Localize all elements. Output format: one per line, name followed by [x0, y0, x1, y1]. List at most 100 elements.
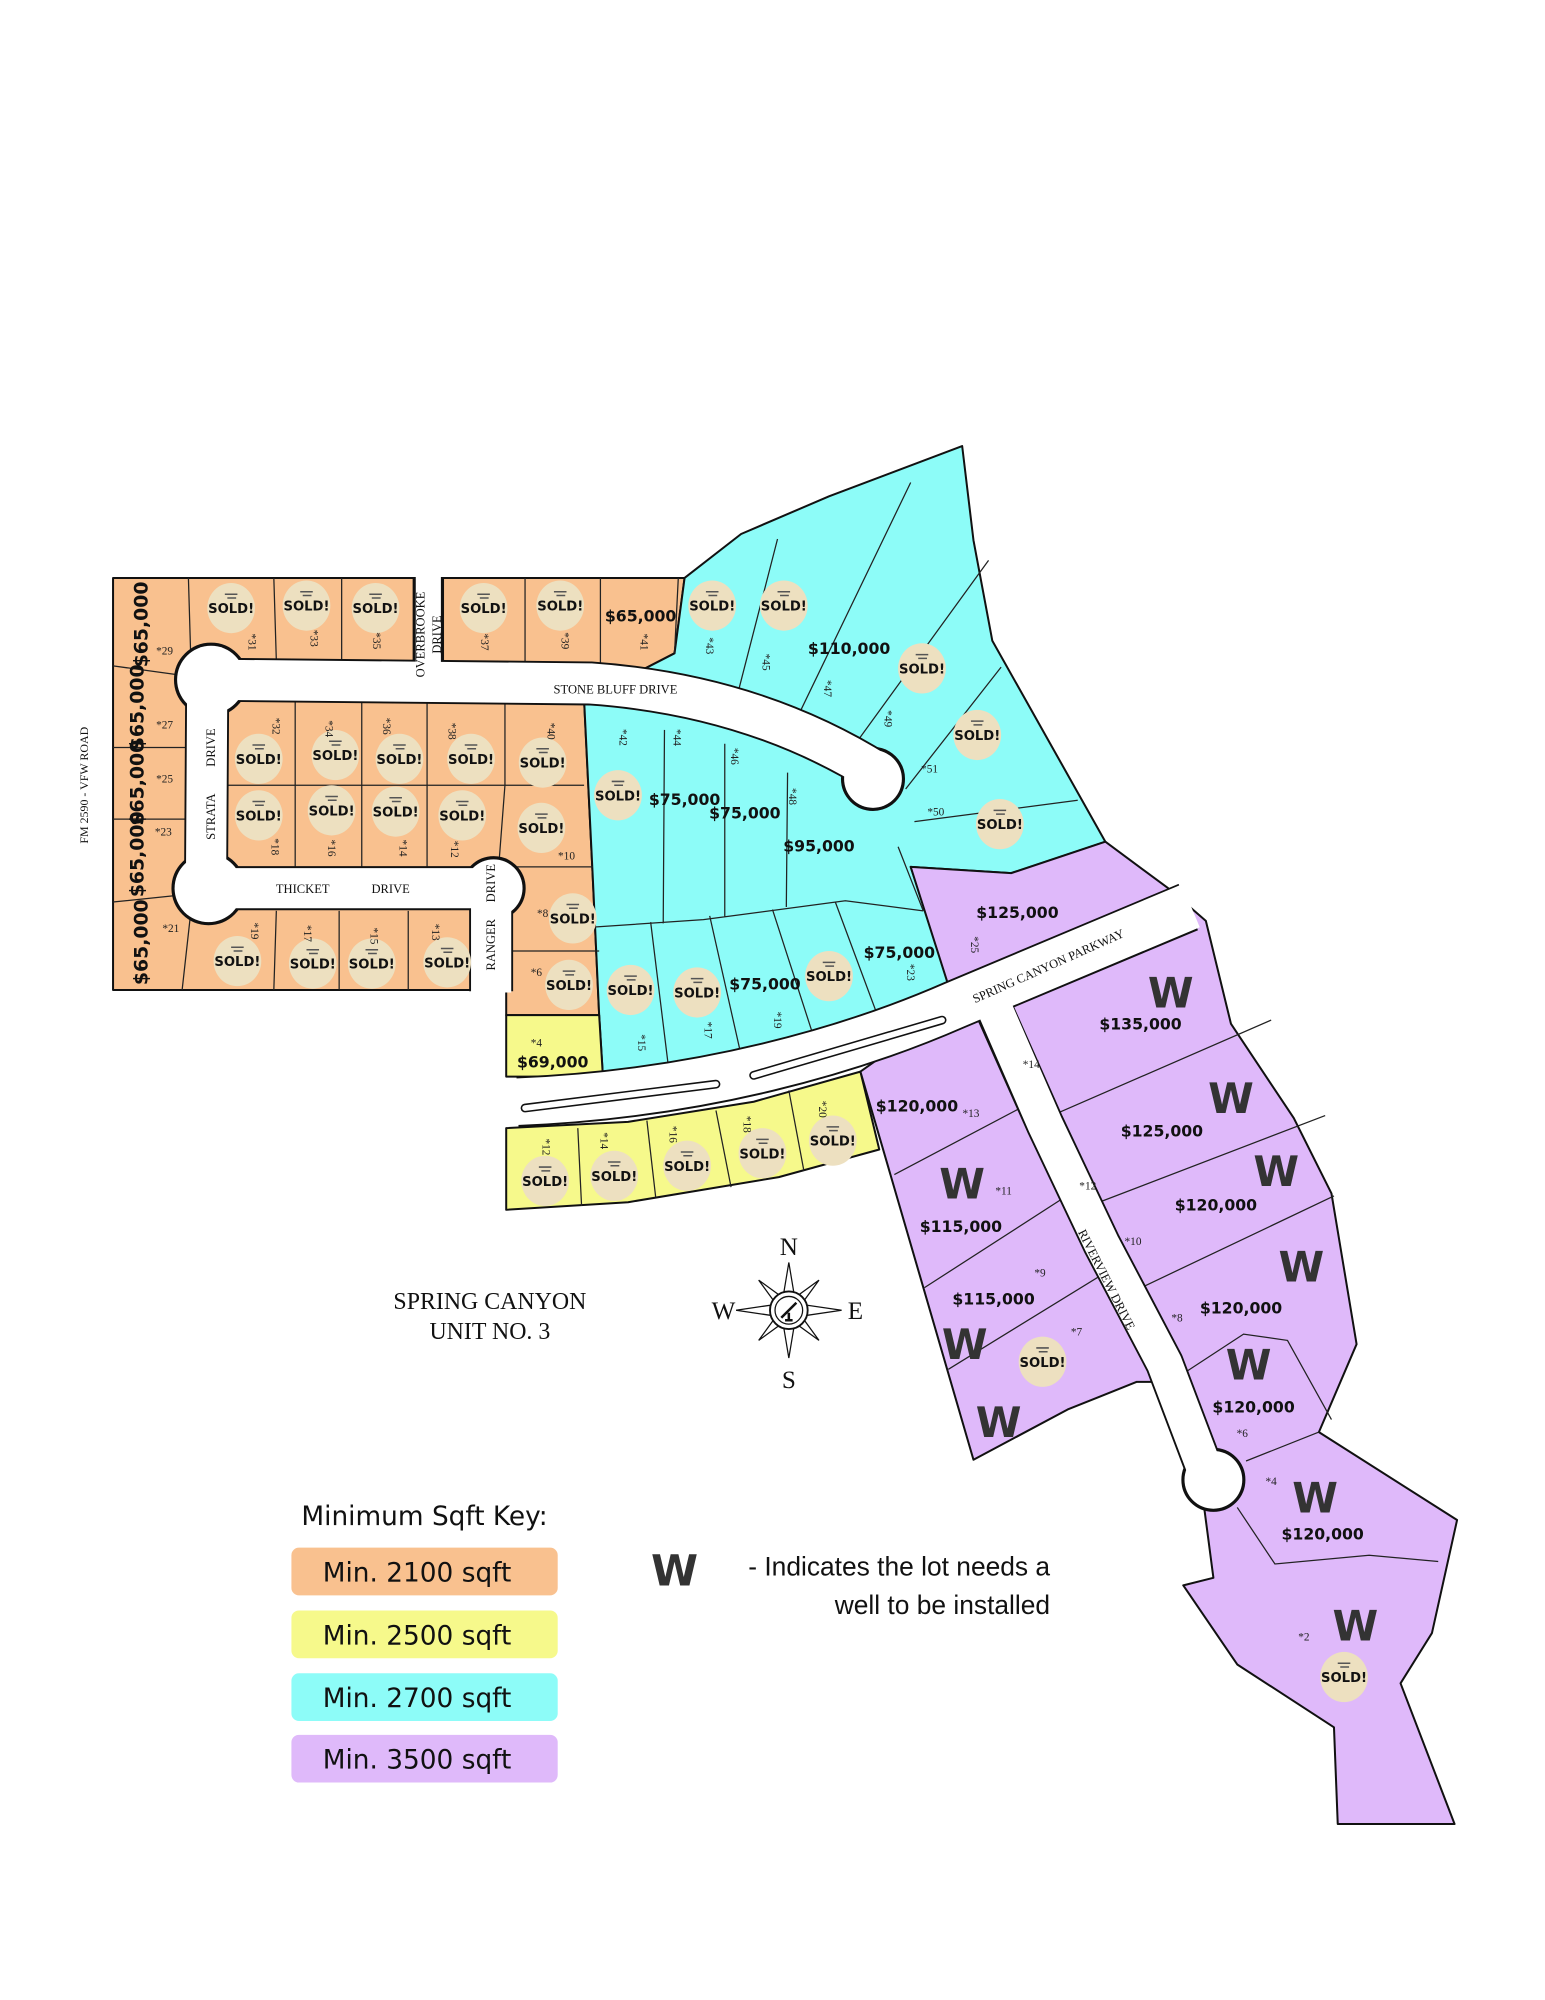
lot-number: *10 [1125, 1236, 1142, 1248]
lot-yellow-14[interactable]: SOLD!*14 [590, 1132, 639, 1201]
lot-orange-36[interactable]: SOLD!*36 [375, 718, 424, 784]
lot-orange-25[interactable]: $65,000*25 [128, 740, 174, 826]
lot-yellow-20[interactable]: SOLD!*20 [808, 1101, 857, 1166]
lot-orange-37[interactable]: SOLD!*37 [459, 582, 508, 651]
lot-number: *13 [962, 1108, 979, 1120]
lot-purple-13[interactable]: $120,000*13 [876, 1096, 980, 1120]
sold-badge: SOLD! [805, 951, 853, 1002]
lot-cyan-48[interactable]: $95,000*48 [783, 788, 855, 855]
spring-canyon-logo-icon [464, 744, 478, 750]
lot-number: *36 [380, 718, 392, 735]
lot-orange-29[interactable]: $65,000*29 [131, 582, 173, 668]
sold-label: SOLD! [448, 753, 494, 768]
lot-orange-12[interactable]: SOLD!*12 [438, 790, 487, 858]
lot-yellow-4[interactable]: $69,000*4 [517, 1037, 589, 1071]
lot-purple-12[interactable]: $125,000*12W [1079, 1075, 1254, 1193]
lot-yellow-18[interactable]: SOLD!*18 [738, 1116, 787, 1179]
sold-label: SOLD! [546, 979, 592, 994]
lot-purple-11[interactable]: $115,000*11W [920, 1160, 1012, 1235]
lot-orange-40[interactable]: SOLD!*40 [518, 723, 567, 788]
lot-orange-31[interactable]: SOLD!*31 [207, 582, 258, 651]
lot-number: *45 [759, 654, 771, 671]
lot-orange-15[interactable]: SOLD!*15 [347, 927, 396, 989]
lot-cyan-49[interactable]: SOLD! *49 [881, 643, 946, 727]
well-note-line-2: well to be installed [834, 1590, 1050, 1620]
well-required-icon: W [1332, 1603, 1378, 1651]
lot-cyan-unnumbered[interactable]: SOLD! [805, 951, 853, 1002]
parkway-medians [520, 1015, 947, 1113]
lot-cyan-47[interactable]: $110,000*47 [808, 639, 890, 697]
street-label-thicket: THICKET [276, 882, 330, 896]
lot-orange-27[interactable]: $65,000*27 [128, 664, 174, 750]
sold-label: SOLD! [899, 662, 945, 677]
lot-purple-10[interactable]: $120,000*10W [1125, 1148, 1300, 1248]
lot-yellow-16[interactable]: SOLD!*16 [663, 1126, 711, 1191]
lot-cyan-44[interactable]: $75,000*44 [649, 729, 721, 809]
legend-label: Min. 3500 sqft [323, 1746, 512, 1776]
lot-orange-13[interactable]: SOLD!*13 [423, 924, 472, 988]
spring-canyon-logo-icon [826, 1126, 840, 1132]
lot-orange-23[interactable]: $65,000*23 [128, 811, 172, 897]
lot-orange-34[interactable]: SOLD!*34 [311, 720, 360, 781]
street-label-overbrooke: OVERBROOKE [414, 591, 428, 677]
lot-orange-10[interactable]: SOLD!*10 [517, 802, 576, 863]
lot-orange-18[interactable]: SOLD!*18 [234, 790, 283, 856]
lot-orange-16[interactable]: SOLD!*16 [307, 785, 356, 857]
lot-purple-14[interactable]: $135,000*14W [1023, 970, 1194, 1071]
lot-number: *19 [771, 1012, 783, 1029]
lot-cyan-19[interactable]: $75,000*19 [729, 974, 801, 1028]
lot-orange-39[interactable]: SOLD!*39 [536, 580, 585, 650]
well-required-icon: W [1226, 1341, 1272, 1389]
lot-purple-6[interactable]: $120,000*6W [1212, 1341, 1294, 1440]
sold-badge: SOLD! [371, 786, 420, 837]
lot-orange-14[interactable]: SOLD!*14 [371, 786, 420, 857]
spring-canyon-logo-icon [680, 1151, 694, 1157]
lot-number: *27 [156, 720, 173, 732]
lot-orange-32[interactable]: SOLD!*32 [234, 718, 283, 784]
sold-badge: SOLD! [594, 770, 642, 821]
lot-cyan-46[interactable]: $75,000*46 [709, 748, 781, 823]
lot-purple-7[interactable]: SOLD!*7W [976, 1326, 1083, 1447]
sold-badge: SOLD! [536, 580, 585, 631]
lot-orange-21[interactable]: $65,000*21 [131, 899, 179, 985]
legend: Minimum Sqft Key: Min. 2100 sqft Min. 25… [291, 1502, 558, 1783]
lot-purple-9[interactable]: $115,000*9W [942, 1267, 1046, 1369]
lot-cyan-15[interactable]: SOLD!*15 [606, 964, 655, 1052]
lot-yellow-12[interactable]: SOLD!*12 [521, 1138, 570, 1206]
lot-orange-38[interactable]: SOLD!*38 [445, 723, 495, 784]
lot-cyan-42[interactable]: SOLD!*42 [594, 729, 642, 821]
lot-orange-35[interactable]: SOLD!*35 [351, 582, 400, 650]
lot-orange-33[interactable]: SOLD!*33 [282, 580, 331, 647]
well-marker-icon: W [651, 1546, 698, 1596]
lot-number: *49 [881, 710, 893, 727]
street-label-thicket-drive: DRIVE [371, 882, 410, 896]
lot-orange-8[interactable]: SOLD!*8 [537, 893, 597, 944]
sold-badge: SOLD! [738, 1128, 787, 1179]
lot-number: *16 [325, 840, 337, 857]
lot-orange-17[interactable]: SOLD!*17 [288, 925, 337, 989]
lot-orange-41[interactable]: $65,000*41 [605, 606, 677, 650]
lot-cyan-43[interactable]: SOLD!*43 [688, 580, 737, 655]
lot-number: *12 [1079, 1181, 1096, 1193]
lot-number: *47 [821, 680, 833, 697]
lot-cyan-45[interactable]: SOLD!*45 [759, 580, 808, 671]
sold-badge: SOLD! [590, 1150, 639, 1201]
compass-east: E [848, 1298, 863, 1325]
lot-cyan-51[interactable]: SOLD!*51 [921, 709, 1002, 776]
sold-badge: SOLD! [375, 733, 424, 784]
lot-number: *6 [531, 967, 543, 979]
lot-orange-6[interactable]: SOLD!*6 [531, 959, 593, 1011]
lot-number: *14 [1023, 1059, 1040, 1071]
lot-purple-25[interactable]: $125,000*25 [968, 903, 1059, 954]
lot-cyan-23[interactable]: $75,000*23 [864, 943, 936, 981]
lot-cyan-17[interactable]: SOLD!*17 [673, 967, 721, 1039]
lot-cyan-50[interactable]: SOLD!*50 [927, 799, 1024, 850]
lot-orange-19[interactable]: SOLD!*19 [213, 922, 262, 987]
lot-number: *25 [968, 936, 980, 953]
lot-number: *13 [429, 924, 441, 941]
lot-number: *51 [921, 764, 938, 776]
lot-purple-8[interactable]: $120,000*8W [1171, 1243, 1324, 1324]
